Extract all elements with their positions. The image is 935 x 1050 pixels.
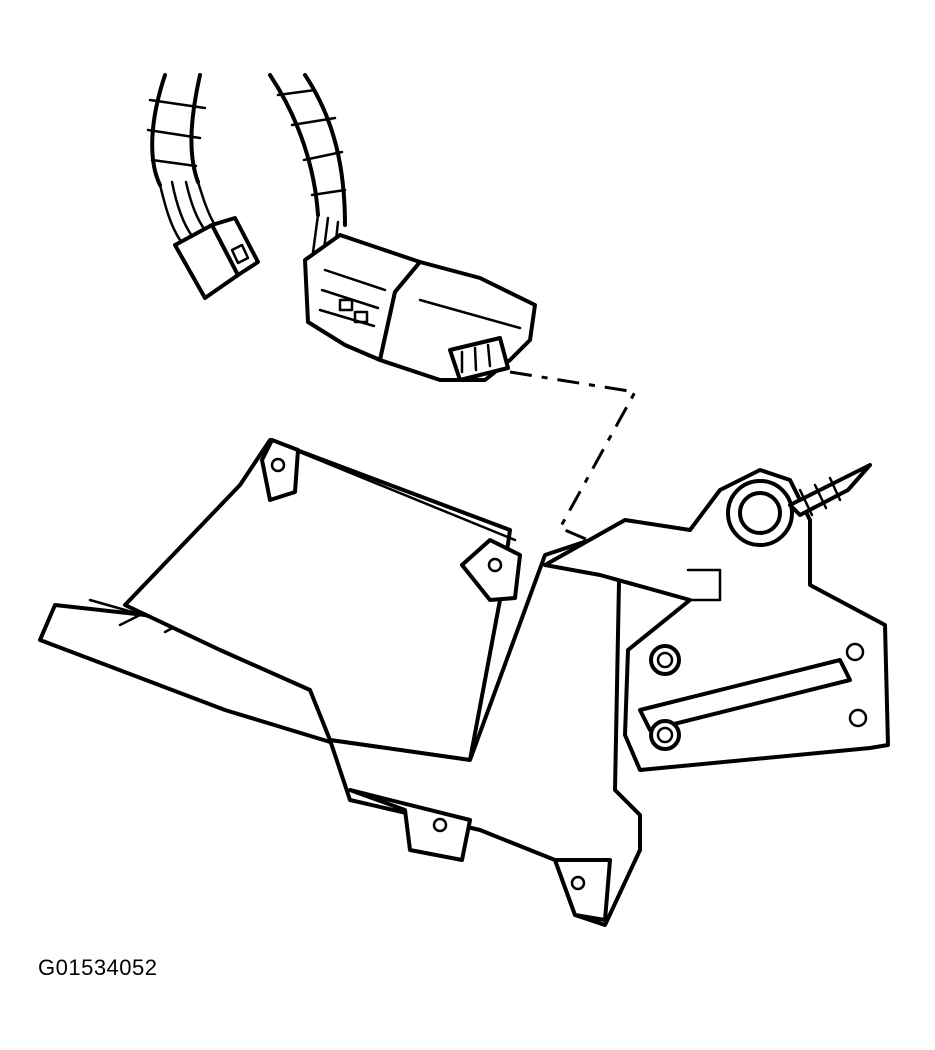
main-electrical-connector (303, 233, 537, 382)
figure-code: G01534052 (38, 955, 158, 980)
left-connector-plug (173, 216, 260, 300)
bracket-plate (123, 438, 522, 762)
right-mounting-bracket (543, 463, 890, 772)
left-wire-harness (146, 73, 217, 242)
bracket-lower-arm (328, 528, 642, 927)
alignment-guide-line (509, 370, 638, 547)
